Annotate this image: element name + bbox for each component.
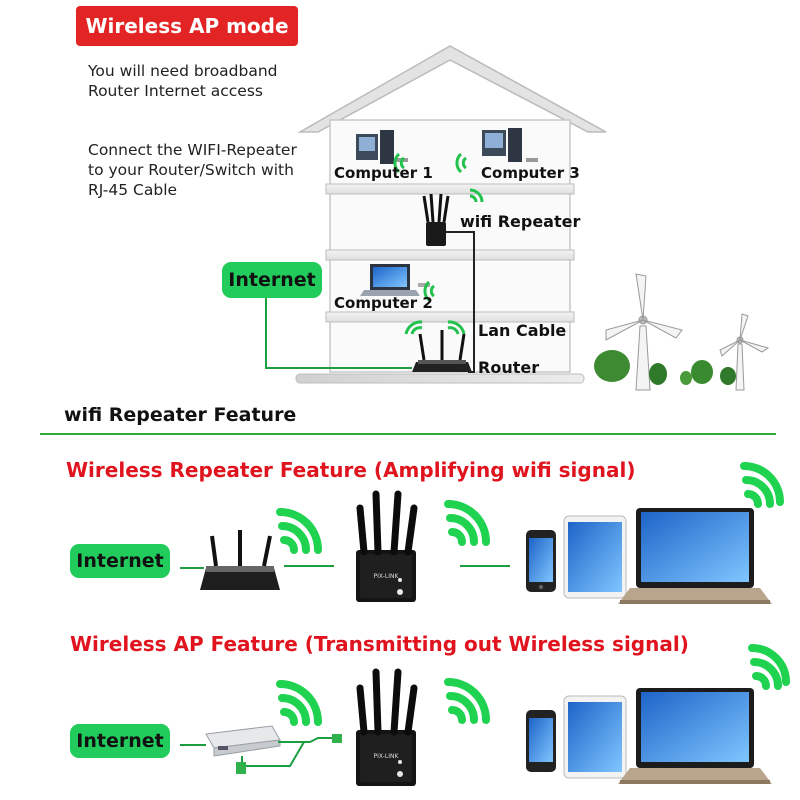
router-label: Router [478,358,540,377]
repeater-feature-title: Wireless Repeater Feature (Amplifying wi… [66,458,636,482]
connect-note-line-3: RJ-45 Cable [88,181,178,199]
computer-1-icon [356,130,408,164]
broadband-note: You will need broadband Router Internet … [88,61,278,101]
phone-icon [526,530,556,592]
broadband-note-line-2: Router Internet access [88,82,263,100]
ap-feature-title: Wireless AP Feature (Transmitting out Wi… [70,632,689,656]
wifi-signal-icon [276,462,790,726]
house-repeater-icon [422,193,450,246]
connect-note-line-2: to your Router/Switch with [88,161,294,179]
ap-feature-internet-label: Internet [70,724,170,758]
lan-cable-line [446,231,475,373]
trees-icon [594,350,736,385]
ap-repeater-device-icon [356,668,418,786]
house-internet-label: Internet [222,262,322,298]
ap-repeater-brand-text: PIX-LINK [374,753,400,760]
laptop-icon [618,508,772,604]
windmill-icon [605,273,770,391]
computer-3-icon [482,128,538,162]
section-divider [40,433,776,435]
rj45-cable-line [278,737,332,743]
ap-phone-icon [526,710,556,772]
mode-label: Wireless AP mode [76,6,298,46]
ap-laptop-icon [618,688,772,784]
computer-3-label: Computer 3 [481,164,580,182]
repeater-brand-text: PIX-LINK [374,573,400,580]
connect-note-line-1: Connect the WIFI-Repeater [88,141,297,159]
house-router-icon [412,330,472,372]
router-icon [200,530,280,590]
switch-icon [205,725,281,757]
lan-cable-label: Lan Cable [478,321,567,340]
wifi-signal-icon [393,152,484,335]
connect-note: Connect the WIFI-Repeater to your Router… [88,140,297,200]
computer-1-label: Computer 1 [334,164,433,182]
internet-line [265,298,412,369]
repeater-feature-internet-label: Internet [70,544,170,578]
computer-2-label: Computer 2 [334,294,433,312]
rj45-plug-icon [332,734,342,743]
rj45-plug-icon [236,762,246,774]
tablet-icon [563,515,627,599]
broadband-note-line-1: You will need broadband [88,62,278,80]
wifi-repeater-label: wifi Repeater [460,212,581,231]
repeater-device-icon [356,490,418,602]
computer-2-icon [360,264,430,296]
ap-tablet-icon [563,695,627,779]
feature-section-title: wifi Repeater Feature [64,404,297,426]
